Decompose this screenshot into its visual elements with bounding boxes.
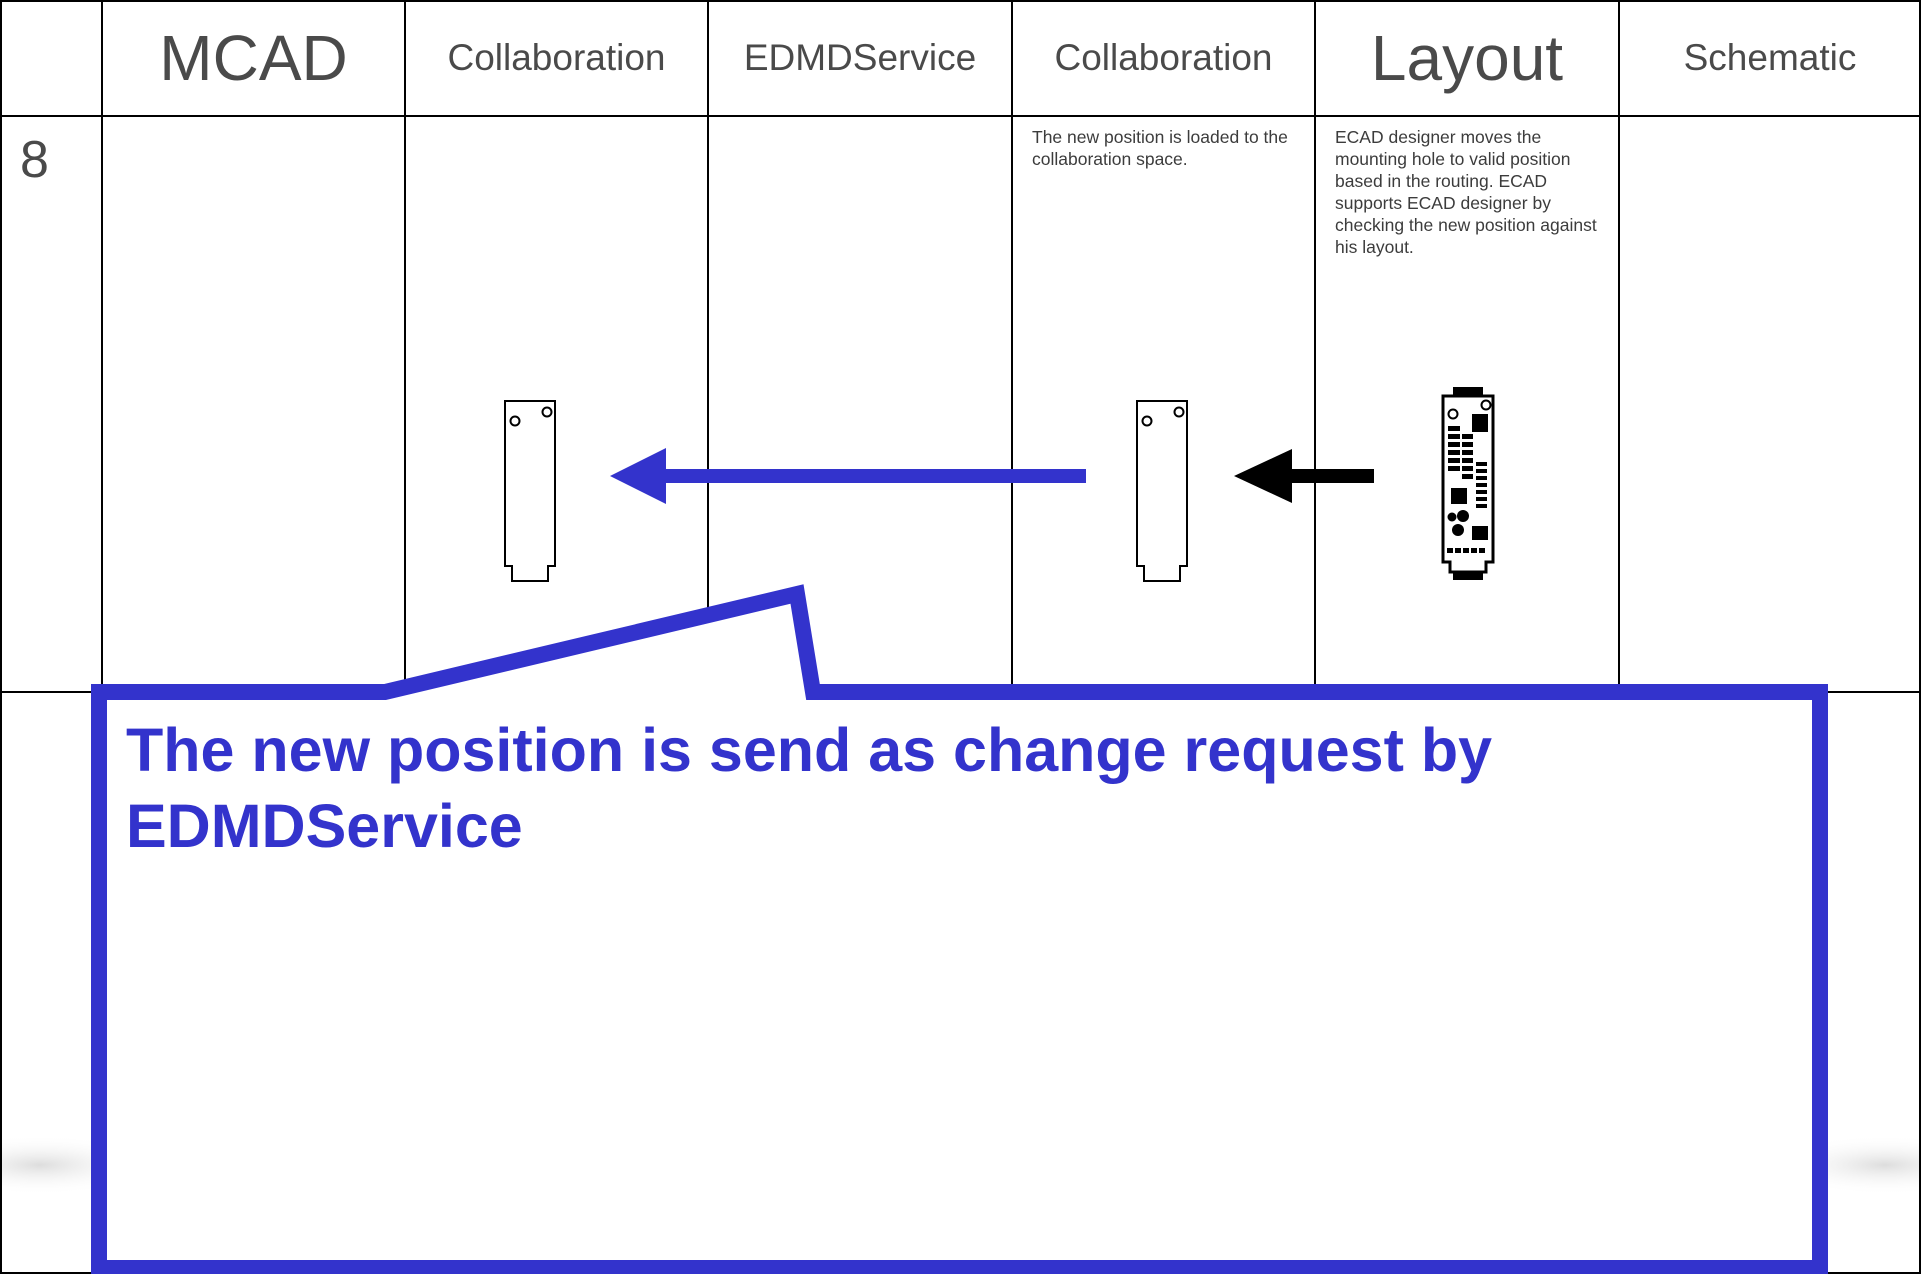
column-header-collaboration-left: Collaboration (447, 36, 666, 78)
column-header-mcad: MCAD (159, 21, 348, 94)
pcb-layout-icon (1441, 387, 1495, 580)
row-number: 8 (20, 131, 49, 189)
arrow-layout-to-collaboration (1234, 449, 1374, 503)
column-header-collaboration-right: Collaboration (1054, 36, 1273, 78)
callout-box (91, 584, 1828, 1274)
board-outline-icon (1136, 400, 1188, 582)
layout-note: ECAD designer moves the mounting hole to… (1335, 127, 1597, 257)
callout-text: The new position is send as change reque… (126, 716, 1493, 860)
arrow-change-request (610, 448, 1086, 504)
column-header-schematic: Schematic (1683, 36, 1857, 78)
column-header-edmdservice: EDMDService (743, 36, 977, 78)
collaboration-note: The new position is loaded to the collab… (1032, 127, 1288, 169)
board-outline-icon (504, 400, 556, 582)
column-header-layout: Layout (1370, 21, 1564, 94)
